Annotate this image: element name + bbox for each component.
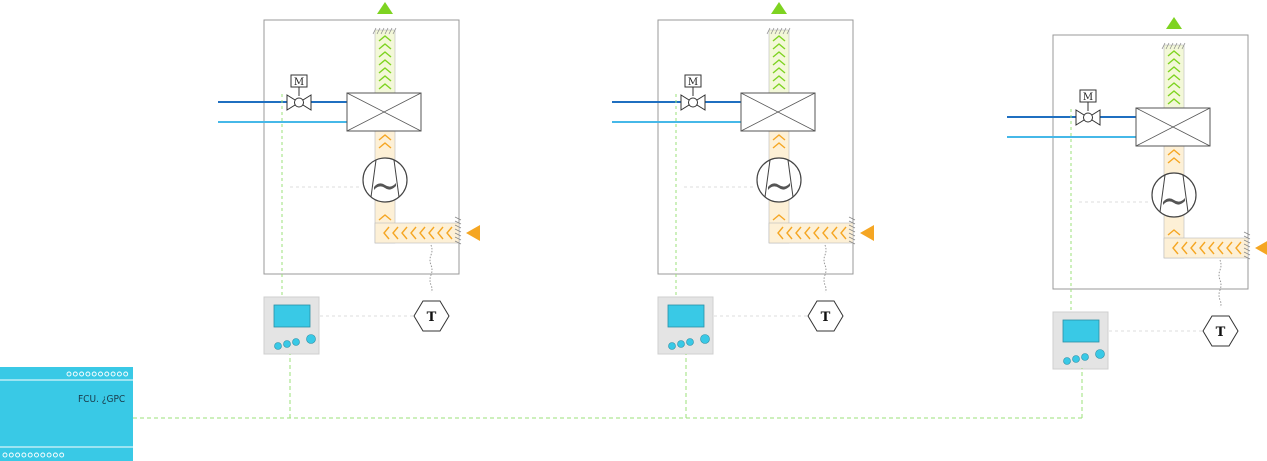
terminal-dot bbox=[91, 371, 97, 377]
thermostat-icon[interactable] bbox=[1052, 311, 1109, 370]
thermostat-button[interactable] bbox=[1063, 357, 1071, 365]
terminal-dot bbox=[104, 371, 110, 377]
supply-air-arrow-icon bbox=[377, 2, 393, 14]
terminal-dot bbox=[72, 371, 78, 377]
controller-label: FCU. ¿GPC bbox=[78, 394, 125, 405]
sensor-wire bbox=[429, 244, 433, 293]
valve-motor-label: M bbox=[1083, 92, 1093, 103]
terminal-dot bbox=[116, 371, 122, 377]
sensor-label: T bbox=[821, 310, 831, 325]
thermostat-screen bbox=[667, 304, 705, 328]
motorized-valve-icon[interactable]: M bbox=[1075, 89, 1101, 126]
thermostat-button[interactable] bbox=[700, 334, 710, 344]
temperature-sensor-icon[interactable]: T bbox=[1202, 315, 1239, 347]
thermostat-button[interactable] bbox=[292, 338, 300, 346]
terminal-dot bbox=[21, 452, 27, 458]
thermostat-button[interactable] bbox=[686, 338, 694, 346]
sensor-label: T bbox=[427, 310, 437, 325]
fan-coil-unit: MT bbox=[1007, 17, 1267, 370]
terminal-dot bbox=[79, 371, 85, 377]
terminal-dot bbox=[59, 452, 65, 458]
thermostat-screen bbox=[1062, 319, 1100, 343]
terminal-dot bbox=[46, 452, 52, 458]
sensor-wire bbox=[823, 244, 827, 293]
unit-frame bbox=[657, 19, 854, 275]
thermostat-button[interactable] bbox=[668, 342, 676, 350]
terminal-dot bbox=[85, 371, 91, 377]
sensor-label: T bbox=[1216, 325, 1226, 340]
terminal-dots-bottom bbox=[2, 452, 65, 458]
thermostat-button[interactable] bbox=[1081, 353, 1089, 361]
main-controller[interactable]: FCU. ¿GPC bbox=[0, 367, 133, 461]
valve-motor-label: M bbox=[688, 77, 698, 88]
thermostat-button[interactable] bbox=[306, 334, 316, 344]
return-air-arrow-icon bbox=[466, 225, 480, 241]
supply-air-arrow-icon bbox=[1166, 17, 1182, 29]
return-air-arrow-icon bbox=[1255, 241, 1267, 255]
terminal-dot bbox=[98, 371, 103, 377]
cooling-coil-icon bbox=[346, 92, 422, 132]
terminal-dot bbox=[15, 452, 21, 458]
thermostat-button[interactable] bbox=[274, 342, 282, 350]
thermostat-screen bbox=[273, 304, 311, 328]
unit-frame bbox=[263, 19, 460, 275]
fan-icon bbox=[1151, 172, 1197, 218]
terminal-dot bbox=[40, 452, 46, 458]
thermostat-icon[interactable] bbox=[263, 296, 320, 355]
terminal-dots-top bbox=[66, 371, 129, 377]
thermostat-button[interactable] bbox=[1095, 349, 1105, 359]
terminal-dot bbox=[34, 452, 39, 458]
motorized-valve-icon[interactable]: M bbox=[680, 74, 706, 111]
temperature-sensor-icon[interactable]: T bbox=[413, 300, 450, 332]
cooling-coil-icon bbox=[1135, 107, 1211, 147]
fan-coil-unit: MT bbox=[218, 2, 480, 355]
thermostat-button[interactable] bbox=[677, 340, 685, 348]
terminal-dot bbox=[27, 452, 33, 458]
fan-coil-unit: MT bbox=[612, 2, 874, 355]
supply-air-duct bbox=[1161, 42, 1186, 109]
motorized-valve-icon[interactable]: M bbox=[286, 74, 312, 111]
valve-motor-label: M bbox=[294, 77, 304, 88]
thermostat-button[interactable] bbox=[283, 340, 291, 348]
terminal-dot bbox=[110, 371, 116, 377]
thermostat-button[interactable] bbox=[1072, 355, 1080, 363]
supply-air-duct bbox=[766, 27, 791, 94]
return-air-arrow-icon bbox=[860, 225, 874, 241]
fan-icon bbox=[362, 157, 408, 203]
supply-air-arrow-icon bbox=[771, 2, 787, 14]
fan-icon bbox=[756, 157, 802, 203]
temperature-sensor-icon[interactable]: T bbox=[807, 300, 844, 332]
terminal-dot bbox=[66, 371, 72, 377]
supply-air-duct bbox=[372, 27, 397, 94]
terminal-dot bbox=[2, 452, 8, 458]
thermostat-icon[interactable] bbox=[657, 296, 714, 355]
cooling-coil-icon bbox=[740, 92, 816, 132]
control-bus bbox=[133, 354, 1083, 419]
terminal-dot bbox=[52, 452, 58, 458]
terminal-dot bbox=[8, 452, 14, 458]
unit-frame bbox=[1052, 34, 1249, 290]
terminal-dot bbox=[123, 371, 129, 377]
sensor-wire bbox=[1218, 259, 1222, 308]
